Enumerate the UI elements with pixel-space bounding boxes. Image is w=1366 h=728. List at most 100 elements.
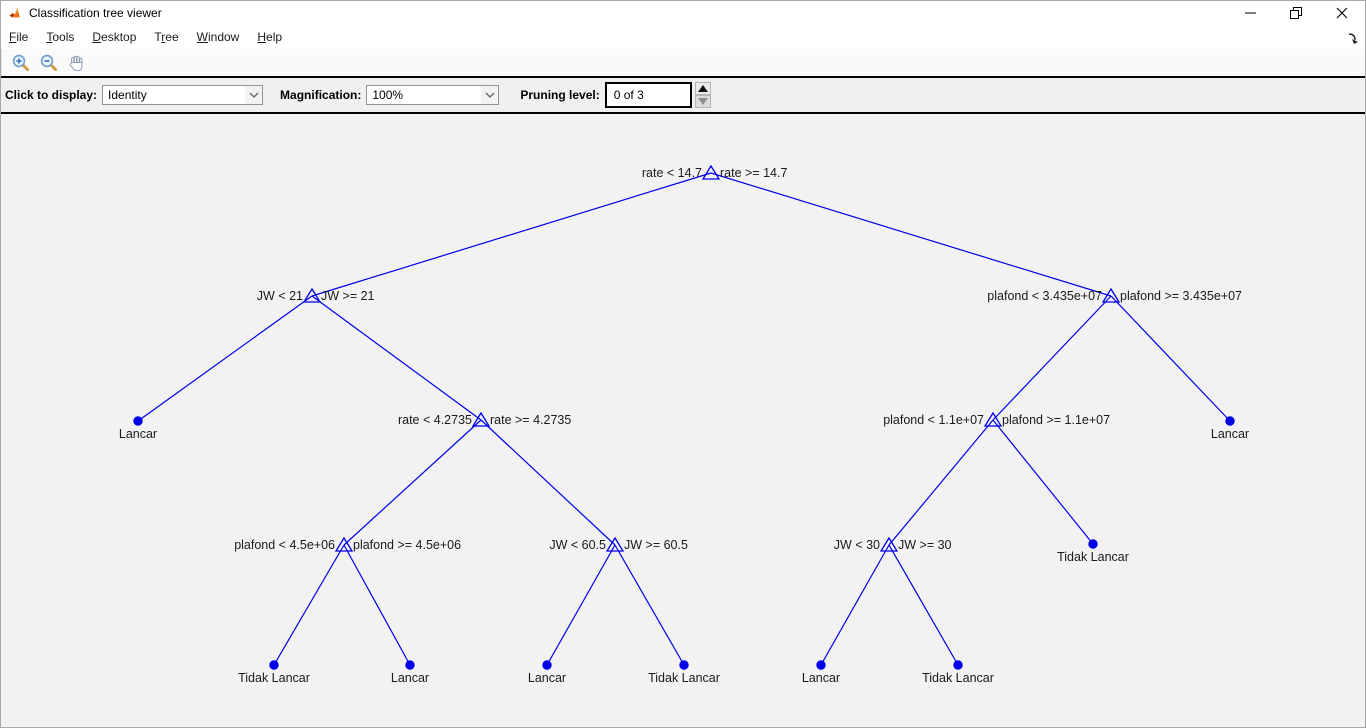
split-node-triangle[interactable] <box>983 411 1003 427</box>
spinner-up-button[interactable] <box>694 82 711 95</box>
split-node-triangle[interactable] <box>879 536 899 552</box>
tree-edge <box>273 544 345 666</box>
split-node-triangle[interactable] <box>471 411 491 427</box>
split-rule-right-label: plafond >= 3.435e+07 <box>1120 289 1242 303</box>
leaf-class-label: Lancar <box>802 671 840 685</box>
menu-item-desktop[interactable]: Desktop <box>92 29 137 44</box>
split-rule-right-label: plafond >= 4.5e+06 <box>353 538 461 552</box>
spinner-down-button[interactable] <box>694 95 711 108</box>
zoom-in-button[interactable] <box>8 51 33 74</box>
control-bar: Click to display: Identity Magnification… <box>1 78 1365 112</box>
tree-edge <box>546 544 616 666</box>
leaf-class-label: Lancar <box>119 427 157 441</box>
leaf-node-circle[interactable] <box>816 660 826 670</box>
tree-edge <box>1110 295 1231 422</box>
tree-edge <box>311 172 712 297</box>
split-rule-left-label: JW < 60.5 <box>549 538 606 552</box>
split-rule-right-label: JW >= 60.5 <box>624 538 688 552</box>
leaf-node-circle[interactable] <box>1225 416 1235 426</box>
split-rule-left-label: JW < 30 <box>834 538 880 552</box>
split-node-triangle[interactable] <box>1101 287 1121 303</box>
split-node-triangle[interactable] <box>334 536 354 552</box>
separator-bottom <box>1 112 1365 114</box>
split-rule-right-label: JW >= 21 <box>321 289 375 303</box>
leaf-class-label: Tidak Lancar <box>648 671 720 685</box>
magnification-value: 100% <box>372 88 404 102</box>
matlab-logo-icon <box>9 7 20 17</box>
pan-hand-icon <box>69 55 82 71</box>
tree-edge <box>992 295 1112 421</box>
leaf-node-circle[interactable] <box>542 660 552 670</box>
separator-top <box>1 76 1365 78</box>
pruning-level-value: 0 of 3 <box>613 88 644 102</box>
toolbar <box>1 49 1365 76</box>
tree-edge <box>311 295 482 421</box>
zoom-out-icon <box>40 54 57 71</box>
split-node-triangle[interactable] <box>605 536 625 552</box>
tree-edge <box>614 544 685 666</box>
split-node-triangle[interactable] <box>701 164 721 180</box>
magnification-dropdown[interactable]: 100% <box>366 85 500 105</box>
split-rule-left-label: JW < 21 <box>257 289 303 303</box>
split-rule-right-label: rate >= 4.2735 <box>490 413 571 427</box>
tree-canvas[interactable]: rate < 14.7 rate >= 14.7 JW < 21 JW >= 21 pl… <box>1 114 1365 727</box>
split-rule-left-label: plafond < 3.435e+07 <box>987 289 1102 303</box>
pruning-level-label: Pruning level: <box>520 88 600 102</box>
leaf-class-label: Lancar <box>1211 427 1249 441</box>
restore-button[interactable] <box>1273 1 1319 24</box>
split-rule-right-label: rate >= 14.7 <box>720 166 787 180</box>
menu-item-window[interactable]: Window <box>196 29 240 44</box>
click-to-display-value: Identity <box>108 88 147 102</box>
leaf-class-label: Tidak Lancar <box>238 671 310 685</box>
pruning-level-spinner <box>694 82 711 108</box>
leaf-class-label: Tidak Lancar <box>922 671 994 685</box>
split-rule-left-label: plafond < 4.5e+06 <box>234 538 335 552</box>
menu-item-help[interactable]: Help <box>257 29 283 44</box>
classification-tree: rate < 14.7 rate >= 14.7 JW < 21 JW >= 21 pl… <box>119 164 1249 685</box>
click-to-display-label: Click to display: <box>5 88 98 102</box>
split-rule-left-label: plafond < 1.1e+07 <box>883 413 984 427</box>
split-node-triangle[interactable] <box>302 287 322 303</box>
chevron-down-icon <box>245 86 263 104</box>
leaf-node-circle[interactable] <box>679 660 689 670</box>
menu-bar: File Tools Desktop Tree Window Help <box>1 24 1365 49</box>
title-bar: Classification tree viewer <box>1 1 1365 24</box>
menu-item-tools[interactable]: Tools <box>46 29 75 44</box>
split-rule-right-label: JW >= 30 <box>898 538 952 552</box>
window-controls <box>1227 1 1365 24</box>
leaf-node-circle[interactable] <box>133 416 143 426</box>
close-button[interactable] <box>1319 1 1365 24</box>
minimize-button[interactable] <box>1227 1 1273 24</box>
split-rule-left-label: rate < 4.2735 <box>398 413 472 427</box>
leaf-class-label: Tidak Lancar <box>1057 550 1129 564</box>
tree-edge <box>710 172 1112 297</box>
pruning-level-field[interactable]: 0 of 3 <box>604 82 692 108</box>
magnification-label: Magnification: <box>280 88 362 102</box>
dock-arrow-icon[interactable] <box>1347 33 1359 45</box>
tree-edge <box>992 419 1094 545</box>
leaf-node-circle[interactable] <box>953 660 963 670</box>
menu-item-tree[interactable]: Tree <box>154 29 179 44</box>
tree-edge <box>480 419 616 546</box>
pan-button[interactable] <box>64 51 89 74</box>
tree-edge <box>343 419 482 546</box>
click-to-display-dropdown[interactable]: Identity <box>102 85 264 105</box>
leaf-node-circle[interactable] <box>269 660 279 670</box>
leaf-class-label: Lancar <box>528 671 566 685</box>
tree-edge <box>888 419 994 546</box>
leaf-class-label: Lancar <box>391 671 429 685</box>
tree-edge <box>820 544 890 666</box>
tree-edge <box>343 544 411 666</box>
window-title: Classification tree viewer <box>29 5 162 20</box>
chevron-down-icon <box>481 86 499 104</box>
leaf-node-circle[interactable] <box>1088 539 1098 549</box>
zoom-out-button[interactable] <box>36 51 61 74</box>
split-rule-left-label: rate < 14.7 <box>642 166 702 180</box>
tree-edge <box>137 295 313 422</box>
arrow-down-icon <box>697 98 708 105</box>
leaf-node-circle[interactable] <box>405 660 415 670</box>
menu-item-file[interactable]: File <box>9 29 29 44</box>
arrow-up-icon <box>697 85 708 92</box>
zoom-in-icon <box>12 54 29 71</box>
